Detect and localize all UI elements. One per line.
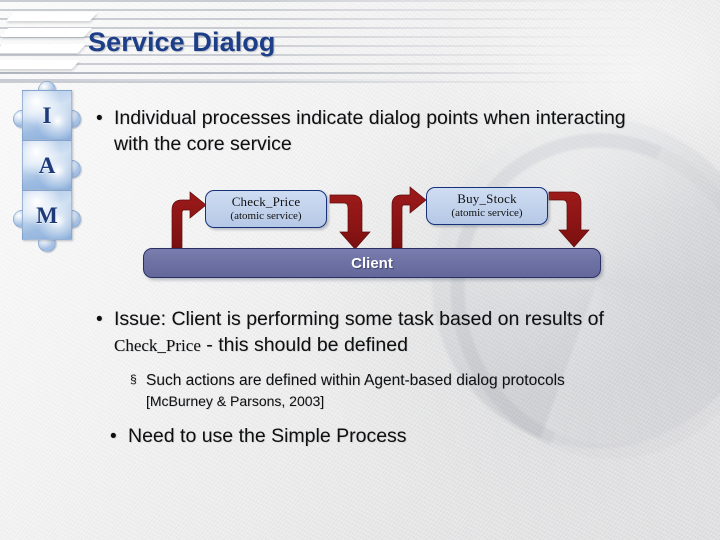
service-node-subtitle: (atomic service) bbox=[230, 210, 302, 223]
service-node-buy-stock: Buy_Stock (atomic service) bbox=[426, 187, 548, 225]
bullet-marker: • bbox=[96, 108, 103, 129]
bullet-text: Such actions are defined within Agent-ba… bbox=[146, 370, 616, 412]
arrow-down-from-check-price bbox=[329, 194, 371, 250]
bullet-text: Need to use the Simple Process bbox=[128, 425, 407, 447]
bullet-item-4: • Need to use the Simple Process bbox=[110, 424, 655, 450]
service-node-check-price: Check_Price (atomic service) bbox=[205, 190, 327, 228]
puzzle-letter-m: M bbox=[36, 202, 58, 228]
bullet-item-1: • Individual processes indicate dialog p… bbox=[96, 106, 641, 157]
arrow-down-from-buy-stock bbox=[548, 191, 590, 248]
client-bar: Client bbox=[143, 248, 601, 278]
arrow-up-to-buy-stock bbox=[391, 186, 427, 249]
bullet-marker-square: § bbox=[130, 372, 137, 386]
citation-reference: [McBurney & Parsons, 2003] bbox=[146, 393, 325, 410]
bullet-item-3: § Such actions are defined within Agent-… bbox=[130, 370, 630, 412]
bullet-text: Issue: Client is performing some task ba… bbox=[114, 307, 641, 358]
bullet-text: Individual processes indicate dialog poi… bbox=[114, 107, 626, 155]
service-node-title: Buy_Stock bbox=[457, 191, 517, 207]
bullet-marker: • bbox=[96, 309, 103, 330]
header-rule-primary bbox=[0, 72, 560, 74]
client-bar-label: Client bbox=[351, 254, 393, 272]
service-node-title: Check_Price bbox=[231, 194, 301, 210]
puzzle-letter-i: I bbox=[42, 102, 52, 128]
puzzle-letter-a: A bbox=[38, 152, 56, 178]
bullet-item-2: • Issue: Client is performing some task … bbox=[96, 307, 641, 358]
arrow-up-to-check-price bbox=[171, 191, 207, 249]
puzzle-piece-m: M bbox=[22, 190, 72, 240]
header-rule-secondary bbox=[0, 79, 470, 81]
bullet-text-after: - this should be defined bbox=[200, 333, 408, 356]
bullet-text-before: Issue: Client is performing some task ba… bbox=[114, 308, 604, 330]
bullet-marker: • bbox=[110, 426, 117, 447]
puzzle-piece-a: A bbox=[22, 140, 72, 190]
inline-term-check-price: Check_Price bbox=[114, 335, 201, 355]
service-node-subtitle: (atomic service) bbox=[451, 207, 523, 220]
page-title: Service Dialog bbox=[88, 27, 276, 57]
iam-puzzle-logo: I A M bbox=[13, 81, 81, 252]
puzzle-piece-i: I bbox=[22, 90, 72, 140]
sub-bullet-text: Such actions are defined within Agent-ba… bbox=[146, 372, 565, 389]
